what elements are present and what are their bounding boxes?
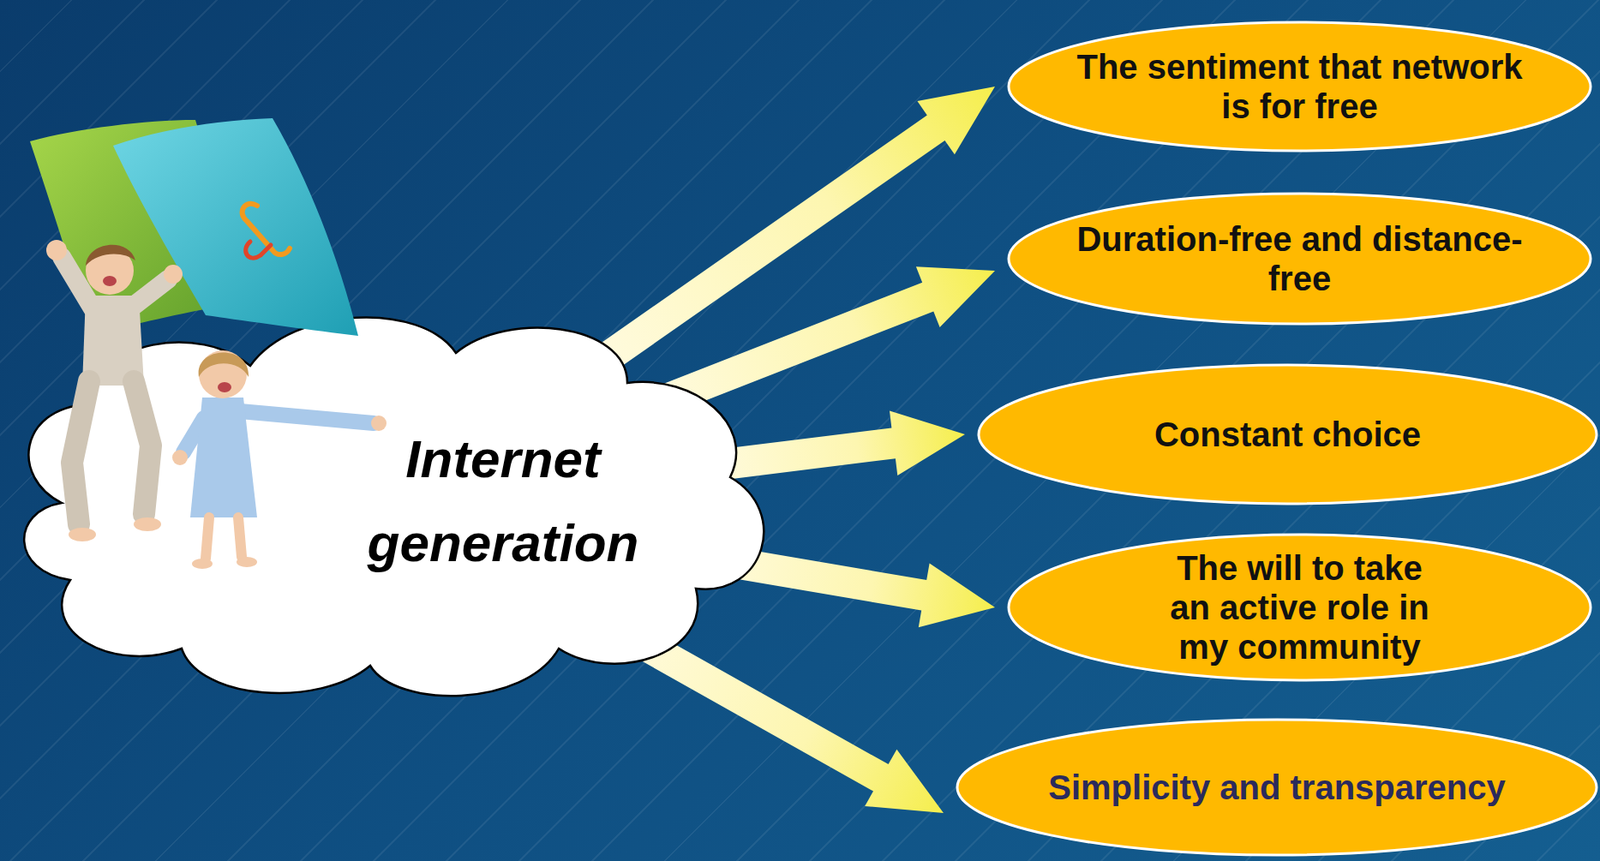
- ellipse-outline: [978, 365, 1597, 504]
- logo-symbol: [245, 241, 271, 258]
- children-illustration: [10, 305, 782, 705]
- ellipse-outline: [1008, 534, 1591, 681]
- child-figure: [46, 239, 183, 542]
- trait-node: The sentiment that network is for free: [1006, 20, 1593, 153]
- trait-ellipse: [1006, 191, 1593, 326]
- ellipse-outline: [1008, 22, 1591, 151]
- trait-node: Simplicity and transparency: [955, 718, 1599, 857]
- ellipse-outline: [957, 719, 1597, 856]
- cloud-outline: [23, 317, 764, 696]
- trait-label: Duration-free and distance-free: [1068, 219, 1532, 299]
- trait-ellipse: [1006, 20, 1593, 153]
- ellipse-outline: [1008, 193, 1591, 324]
- trait-label: Simplicity and transparency: [1019, 767, 1535, 808]
- trait-node: Duration-free and distance-free: [1006, 191, 1593, 326]
- trait-label: The sentiment that network is for free: [1068, 47, 1532, 126]
- trait-node: The will to take an active role in my co…: [1006, 533, 1593, 683]
- trait-label: The will to take an active role in my co…: [1158, 548, 1442, 667]
- child-figure: [172, 350, 387, 570]
- cloud-node: Internet generation: [10, 305, 782, 705]
- trait-label: Constant choice: [1039, 414, 1537, 455]
- cloud-label: Internet generation: [348, 417, 658, 586]
- teal-pillow: [113, 118, 359, 336]
- trait-node: Constant choice: [976, 363, 1599, 506]
